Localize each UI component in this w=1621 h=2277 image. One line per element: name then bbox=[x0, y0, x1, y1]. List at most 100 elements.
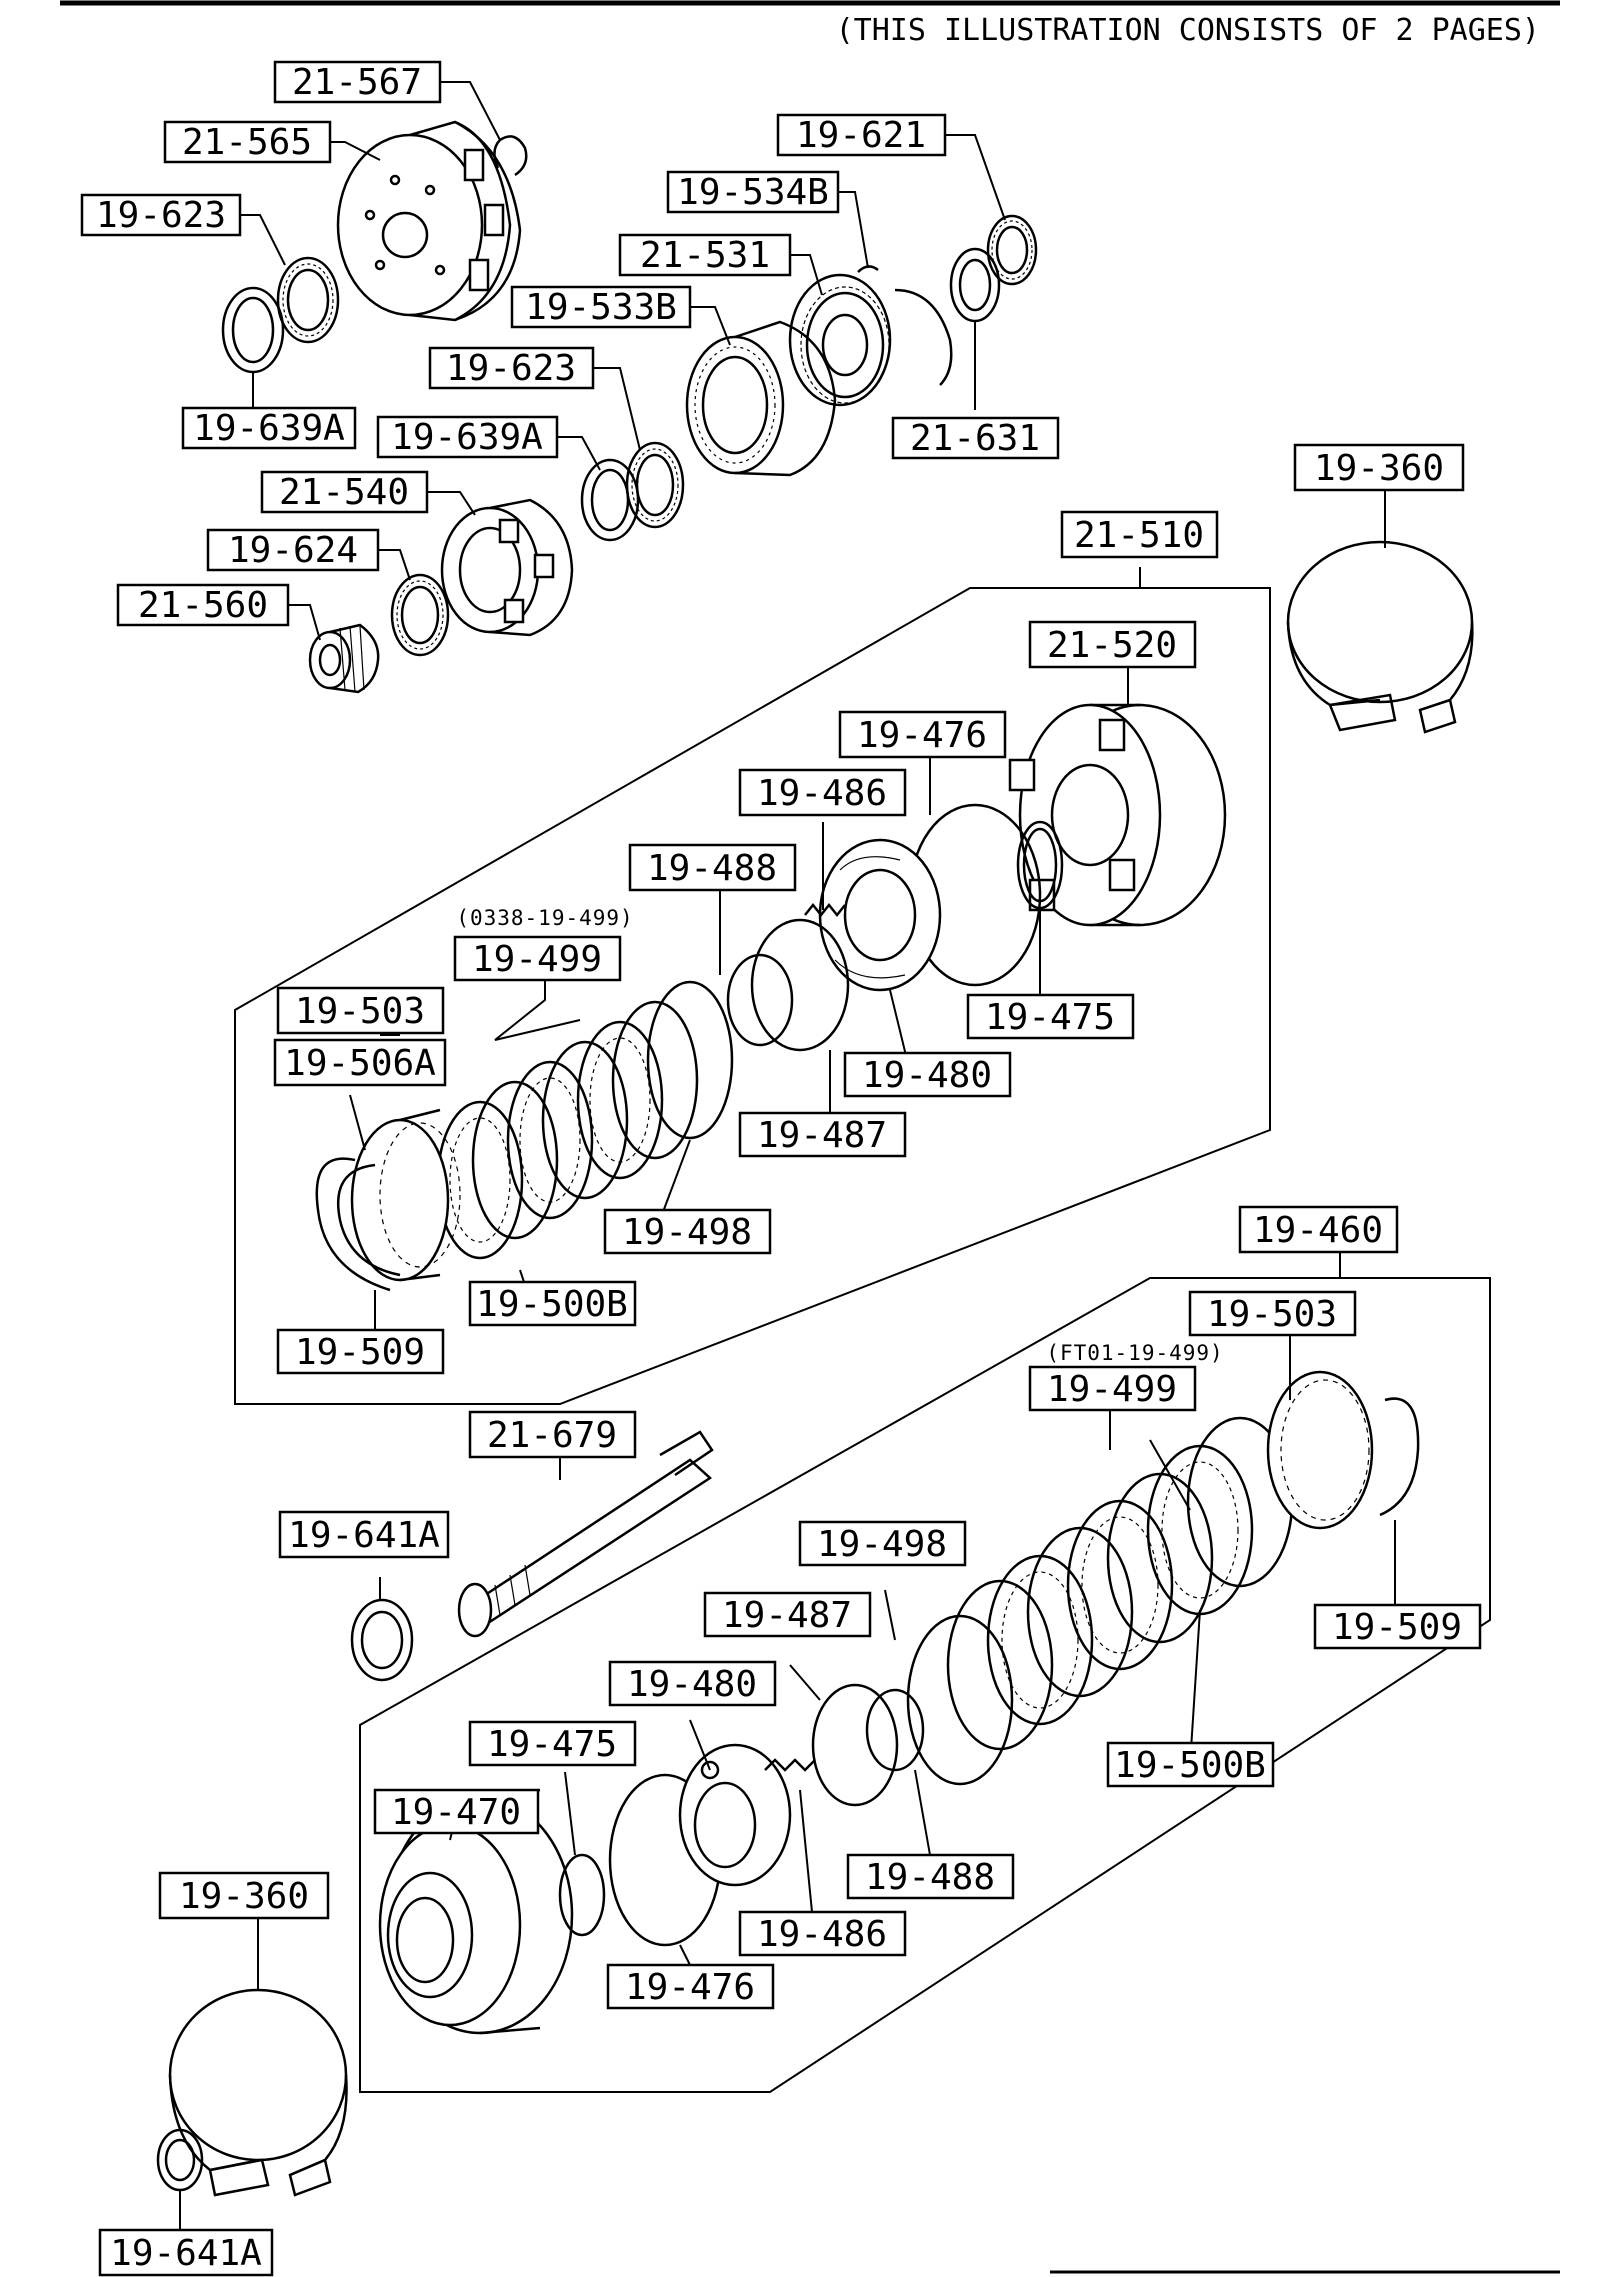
callout-19-476-b: 19-476 bbox=[606, 1963, 775, 2010]
callout-19-488-b: 19-488 bbox=[846, 1853, 1015, 1900]
part-19-488-ring-lower bbox=[865, 1688, 925, 1772]
part-19-621-bearing bbox=[949, 214, 1038, 323]
svg-text:19-506A: 19-506A bbox=[284, 1043, 436, 1084]
callout-19-480-b: 19-480 bbox=[608, 1660, 777, 1707]
callout-19-503-b: 19-503 bbox=[1188, 1290, 1357, 1337]
svg-text:19-486: 19-486 bbox=[757, 773, 887, 814]
callout-19-639A-b: 19-639A bbox=[376, 415, 559, 459]
callout-21-531: 21-531 bbox=[618, 233, 792, 277]
callout-21-631: 21-631 bbox=[891, 416, 1060, 460]
part-19-624-bearing bbox=[390, 573, 450, 657]
svg-text:19-534B: 19-534B bbox=[677, 172, 829, 213]
part-19-641A-washer-b bbox=[156, 2128, 204, 2192]
svg-text:19-488: 19-488 bbox=[647, 848, 777, 889]
part-19-360-band-lower bbox=[168, 1988, 348, 2197]
part-21-631-snap-ring bbox=[894, 288, 953, 386]
callout-19-509-b: 19-509 bbox=[1313, 1603, 1482, 1650]
callout-19-498-b: 19-498 bbox=[798, 1520, 967, 1567]
lower-clutch-plates bbox=[906, 1416, 1294, 1786]
callout-19-460: 19-460 bbox=[1238, 1205, 1399, 1254]
callout-19-486-b: 19-486 bbox=[738, 1910, 907, 1957]
svg-text:19-503: 19-503 bbox=[295, 991, 425, 1032]
callout-19-621: 19-621 bbox=[776, 113, 947, 157]
svg-text:21-631: 21-631 bbox=[910, 418, 1040, 459]
callout-21-520: 21-520 bbox=[1028, 620, 1197, 669]
callout-21-510: 21-510 bbox=[1060, 510, 1219, 559]
callout-19-499-a: 19-499 bbox=[453, 935, 622, 982]
svg-text:19-475: 19-475 bbox=[985, 997, 1115, 1038]
svg-text:19-498: 19-498 bbox=[622, 1212, 752, 1253]
svg-text:19-476: 19-476 bbox=[857, 715, 987, 756]
callout-19-360-b: 19-360 bbox=[158, 1871, 330, 1920]
callout-21-560: 21-560 bbox=[116, 583, 290, 627]
svg-text:19-476: 19-476 bbox=[625, 1967, 755, 2008]
svg-text:19-475: 19-475 bbox=[487, 1724, 617, 1765]
lower-clutch-subnote: (FT01-19-499) bbox=[1046, 1341, 1223, 1365]
svg-text:19-470: 19-470 bbox=[391, 1792, 521, 1833]
callout-19-498-a: 19-498 bbox=[603, 1208, 772, 1255]
callout-19-475-a: 19-475 bbox=[966, 993, 1135, 1040]
callout-19-476-a: 19-476 bbox=[838, 710, 1007, 759]
svg-text:21-540: 21-540 bbox=[279, 472, 409, 513]
callout-21-565: 21-565 bbox=[163, 120, 332, 164]
svg-text:19-641A: 19-641A bbox=[288, 1515, 440, 1556]
callout-19-488-a: 19-488 bbox=[628, 843, 797, 892]
part-19-506A-hub bbox=[350, 1108, 461, 1282]
group-21-510-outline bbox=[234, 587, 1271, 1405]
upper-clutch-subnote: (0338-19-499) bbox=[456, 906, 633, 930]
callout-19-533B: 19-533B bbox=[510, 285, 692, 329]
header-note: (THIS ILLUSTRATION CONSISTS OF 2 PAGES) bbox=[836, 13, 1540, 48]
part-21-679-shaft bbox=[457, 1430, 714, 1638]
svg-text:21-560: 21-560 bbox=[138, 585, 268, 626]
callout-19-641A-a: 19-641A bbox=[278, 1510, 450, 1559]
svg-text:21-565: 21-565 bbox=[182, 122, 312, 163]
svg-text:19-509: 19-509 bbox=[1332, 1607, 1462, 1648]
part-19-487-ring-lower bbox=[811, 1683, 899, 1807]
callout-19-503-a: 19-503 bbox=[276, 986, 445, 1035]
svg-text:19-623: 19-623 bbox=[96, 195, 226, 236]
svg-text:19-480: 19-480 bbox=[627, 1664, 757, 1705]
upper-clutch-plates bbox=[436, 980, 734, 1260]
svg-text:19-533B: 19-533B bbox=[525, 287, 677, 328]
callout-19-623-b: 19-623 bbox=[428, 346, 595, 390]
svg-text:19-360: 19-360 bbox=[1314, 448, 1444, 489]
part-21-567-snap-ring bbox=[493, 135, 528, 177]
part-19-509-ring-upper bbox=[315, 1157, 401, 1292]
svg-text:19-486: 19-486 bbox=[757, 1914, 887, 1955]
svg-text:19-639A: 19-639A bbox=[391, 417, 543, 458]
svg-text:19-488: 19-488 bbox=[865, 1857, 995, 1898]
svg-text:19-509: 19-509 bbox=[295, 1332, 425, 1373]
part-21-560-sun-gear bbox=[308, 623, 380, 694]
group-19-460-outline bbox=[359, 1277, 1491, 2093]
svg-text:21-567: 21-567 bbox=[292, 62, 422, 103]
svg-text:19-460: 19-460 bbox=[1253, 1210, 1383, 1251]
callout-19-500B-b: 19-500B bbox=[1106, 1741, 1275, 1788]
svg-text:19-503: 19-503 bbox=[1207, 1294, 1337, 1335]
callout-19-639A-a: 19-639A bbox=[181, 406, 357, 450]
callout-19-475-b: 19-475 bbox=[468, 1720, 637, 1767]
part-19-641A-washer-a bbox=[350, 1598, 414, 1682]
callout-21-679: 21-679 bbox=[468, 1410, 637, 1459]
svg-text:21-520: 21-520 bbox=[1047, 625, 1177, 666]
svg-text:19-499: 19-499 bbox=[472, 939, 602, 980]
svg-text:19-480: 19-480 bbox=[862, 1055, 992, 1096]
callout-19-641A-b: 19-641A bbox=[98, 2228, 274, 2277]
callout-19-487-a: 19-487 bbox=[738, 1111, 907, 1158]
svg-text:21-531: 21-531 bbox=[640, 235, 770, 276]
callout-21-567: 21-567 bbox=[273, 60, 442, 104]
part-19-533B-drum bbox=[685, 320, 837, 477]
part-21-520-drum bbox=[1008, 703, 1227, 927]
svg-text:21-510: 21-510 bbox=[1074, 515, 1204, 556]
callout-21-540: 21-540 bbox=[260, 470, 429, 514]
part-19-480-piston-upper bbox=[818, 838, 942, 992]
part-19-509-ring-lower bbox=[1379, 1397, 1420, 1517]
svg-text:19-487: 19-487 bbox=[757, 1115, 887, 1156]
callout-19-486-a: 19-486 bbox=[738, 768, 907, 817]
part-19-487-ring-upper bbox=[750, 918, 850, 1052]
svg-text:19-487: 19-487 bbox=[722, 1595, 852, 1636]
callout-19-506A: 19-506A bbox=[273, 1038, 447, 1087]
callout-19-487-b: 19-487 bbox=[703, 1591, 872, 1638]
svg-text:19-499: 19-499 bbox=[1047, 1369, 1177, 1410]
callout-19-500B-a: 19-500B bbox=[468, 1280, 637, 1327]
callout-19-509-a: 19-509 bbox=[276, 1328, 445, 1375]
